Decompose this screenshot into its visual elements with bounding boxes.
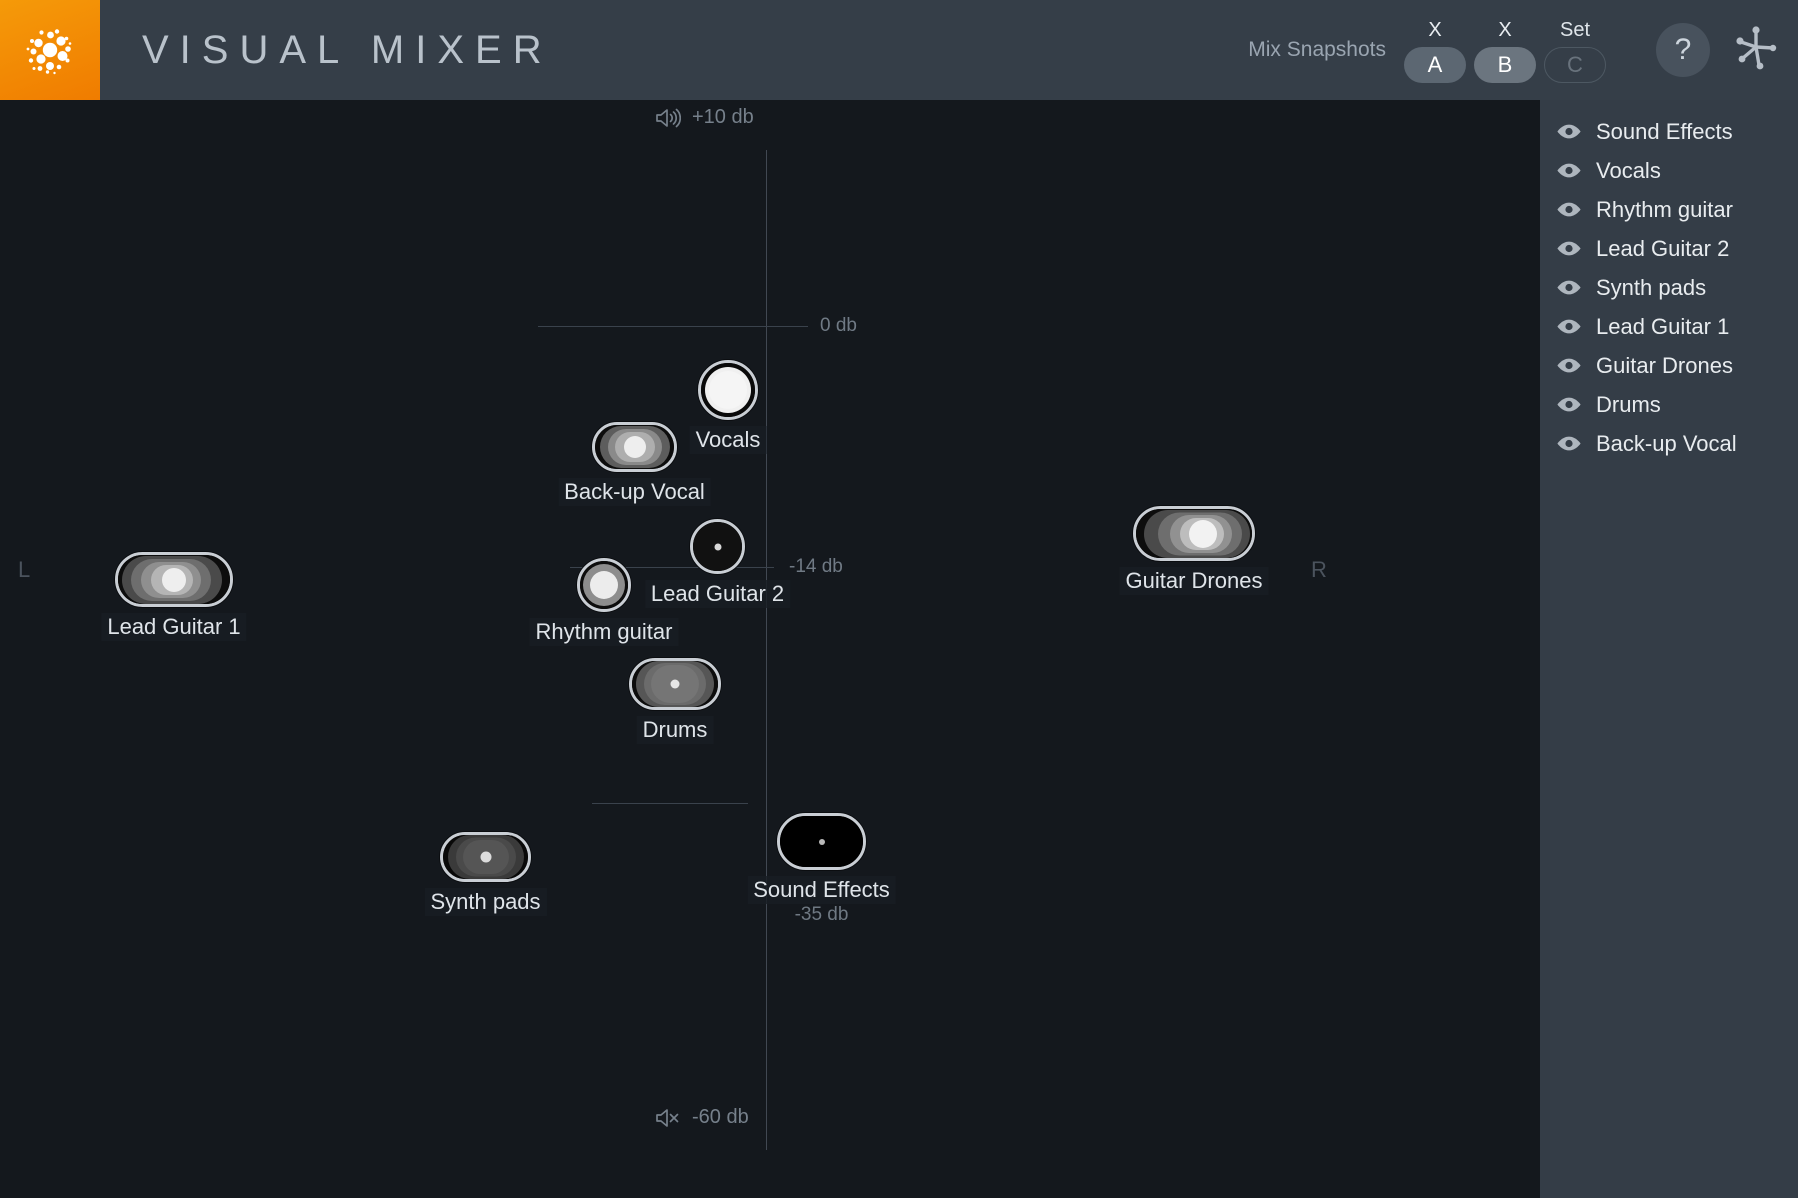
track-list-item[interactable]: Lead Guitar 1 [1540, 307, 1798, 346]
eye-icon[interactable] [1556, 435, 1582, 452]
puck-level-ring [480, 851, 491, 863]
puck-label: Sound Effects [747, 876, 896, 904]
puck-body[interactable] [577, 558, 631, 612]
puck-body[interactable] [629, 658, 721, 710]
puck-body[interactable] [1133, 506, 1255, 561]
track-list-item-label: Lead Guitar 1 [1596, 313, 1730, 339]
puck-level-ring [1189, 519, 1218, 548]
app-header: VISUAL MIXER Mix Snapshots X A X B Set C… [0, 0, 1798, 100]
dot-cluster-logo-icon [26, 29, 72, 75]
top-level-label: +10 db [692, 106, 754, 128]
snapshot-slot-c: Set C [1544, 17, 1606, 83]
puck-label: Synth pads [424, 888, 547, 916]
gridline-14db [570, 567, 774, 568]
track-list-item-label: Vocals [1596, 157, 1661, 183]
node-graph-icon[interactable] [1732, 25, 1778, 76]
track-puck[interactable]: Vocals [689, 360, 767, 454]
puck-body[interactable] [698, 360, 758, 420]
help-button[interactable]: ? [1656, 23, 1710, 77]
track-puck[interactable]: Lead Guitar 1 [101, 552, 247, 641]
track-list-item[interactable]: Drums [1540, 385, 1798, 424]
snapshot-a-button[interactable]: A [1404, 47, 1466, 83]
puck-label: Back-up Vocal [558, 478, 711, 506]
eye-icon[interactable] [1556, 240, 1582, 257]
gridline-label-14db: -14 db [789, 556, 843, 577]
track-puck[interactable]: Sound Effects-35 db [747, 813, 896, 925]
track-list-item-label: Synth pads [1596, 274, 1707, 300]
pan-left-label: L [18, 557, 31, 582]
eye-icon[interactable] [1556, 201, 1582, 218]
track-list-item[interactable]: Lead Guitar 2 [1540, 229, 1798, 268]
eye-icon[interactable] [1556, 357, 1582, 374]
snapshot-b-clear-icon[interactable]: X [1498, 19, 1512, 41]
bottom-level-marker: -60 db [655, 1106, 749, 1129]
snapshot-c-button[interactable]: C [1544, 47, 1606, 83]
puck-level-ring [623, 436, 646, 458]
track-list-item-label: Sound Effects [1596, 118, 1733, 144]
eye-icon[interactable] [1556, 162, 1582, 179]
snapshot-slot-b: X B [1474, 17, 1536, 83]
track-puck[interactable]: Rhythm guitar [529, 558, 679, 646]
track-list-item[interactable]: Vocals [1540, 151, 1798, 190]
puck-db-readout: -35 db [794, 904, 849, 925]
app-logo[interactable] [0, 0, 100, 100]
snapshot-a-clear-icon[interactable]: X [1428, 19, 1442, 41]
puck-body[interactable] [592, 422, 677, 472]
track-list-item-label: Guitar Drones [1596, 352, 1733, 378]
puck-label: Rhythm guitar [529, 618, 679, 646]
top-level-marker: +10 db [655, 106, 754, 129]
bottom-level-label: -60 db [692, 1106, 749, 1128]
puck-level-ring [590, 571, 618, 599]
page-title: VISUAL MIXER [142, 27, 553, 72]
track-list-item[interactable]: Synth pads [1540, 268, 1798, 307]
puck-label: Guitar Drones [1119, 567, 1269, 595]
track-puck[interactable]: Guitar Drones [1119, 506, 1269, 595]
puck-level-ring [714, 543, 721, 550]
snapshot-c-set-label[interactable]: Set [1559, 19, 1591, 41]
puck-label: Lead Guitar 2 [644, 580, 791, 608]
track-puck[interactable]: Synth pads [424, 832, 547, 916]
speaker-loud-icon [656, 108, 681, 127]
track-puck[interactable]: Drums [629, 658, 721, 744]
puck-body[interactable] [440, 832, 531, 882]
pan-right-label: R [1311, 557, 1327, 582]
puck-label: Lead Guitar 1 [101, 613, 247, 641]
header-controls: Mix Snapshots X A X B Set C ? [1248, 0, 1798, 100]
puck-level-ring [818, 838, 825, 845]
eye-icon[interactable] [1556, 279, 1582, 296]
speaker-muted-icon [656, 1108, 679, 1127]
track-list-item-label: Back-up Vocal [1596, 430, 1737, 456]
track-list-item[interactable]: Rhythm guitar [1540, 190, 1798, 229]
eye-icon[interactable] [1556, 396, 1582, 413]
gridline-label-0db: 0 db [820, 315, 857, 336]
track-list-item[interactable]: Sound Effects [1540, 112, 1798, 151]
mixer-stage[interactable]: 0 db -14 db +10 db -60 db L R Voca [0, 100, 1540, 1198]
track-list-item[interactable]: Back-up Vocal [1540, 424, 1798, 463]
track-list-item-label: Rhythm guitar [1596, 196, 1733, 222]
mix-snapshots-label: Mix Snapshots [1248, 38, 1386, 61]
center-pan-axis [766, 150, 767, 1150]
puck-level-ring [670, 679, 680, 689]
track-list-item-label: Lead Guitar 2 [1596, 235, 1730, 261]
track-list-item-label: Drums [1596, 391, 1661, 417]
gridline-0db [538, 326, 808, 327]
track-puck[interactable]: Lead Guitar 2 [644, 519, 791, 608]
eye-icon[interactable] [1556, 123, 1582, 140]
puck-body[interactable] [690, 519, 745, 574]
gridline-35db [592, 803, 748, 804]
snapshot-b-button[interactable]: B [1474, 47, 1536, 83]
puck-label: Drums [636, 716, 714, 744]
puck-level-ring [709, 371, 747, 409]
puck-level-ring [162, 567, 186, 592]
puck-label: Vocals [689, 426, 767, 454]
puck-body[interactable] [777, 813, 866, 870]
snapshot-slot-a: X A [1404, 17, 1466, 83]
puck-body[interactable] [115, 552, 233, 607]
track-puck[interactable]: Back-up Vocal [558, 422, 711, 506]
track-list-item[interactable]: Guitar Drones [1540, 346, 1798, 385]
eye-icon[interactable] [1556, 318, 1582, 335]
